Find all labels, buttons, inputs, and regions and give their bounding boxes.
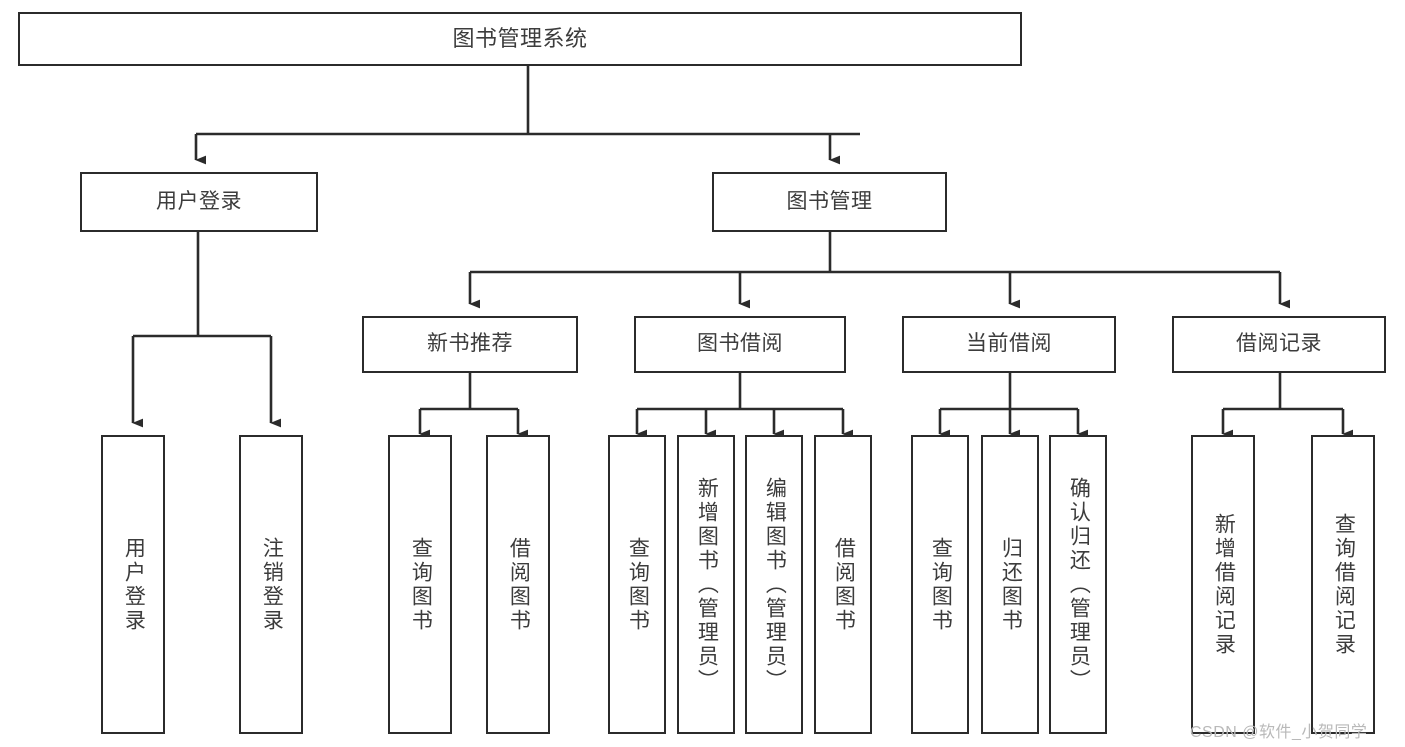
node-label: 注销登录 xyxy=(260,536,284,633)
leaf-logout[interactable]: 注销登录 xyxy=(239,435,303,734)
node-label: 用户登录 xyxy=(122,536,146,633)
node-book-borrow[interactable]: 图书借阅 xyxy=(634,316,846,373)
node-label: 归还图书 xyxy=(999,536,1023,633)
node-label: 图书借阅 xyxy=(697,332,783,356)
leaf-confirm-return-admin[interactable]: 确认归还（管理员） xyxy=(1049,435,1107,734)
leaf-edit-book-admin[interactable]: 编辑图书（管理员） xyxy=(745,435,803,734)
node-label: 图书管理 xyxy=(786,189,873,213)
leaf-query-book-current[interactable]: 查询图书 xyxy=(911,435,969,734)
node-label: 查询图书 xyxy=(929,536,953,633)
node-label: 新增图书（管理员） xyxy=(695,476,719,693)
node-label: 新增借阅记录 xyxy=(1212,512,1236,657)
node-label: 借阅记录 xyxy=(1236,332,1322,356)
node-borrow-record[interactable]: 借阅记录 xyxy=(1172,316,1386,373)
leaf-query-book-borrow[interactable]: 查询图书 xyxy=(608,435,666,734)
node-new-book-recommend[interactable]: 新书推荐 xyxy=(362,316,578,373)
node-label: 当前借阅 xyxy=(966,332,1052,356)
node-label: 新书推荐 xyxy=(427,332,513,356)
leaf-user-login[interactable]: 用户登录 xyxy=(101,435,165,734)
node-label: 确认归还（管理员） xyxy=(1067,476,1091,693)
node-user-login[interactable]: 用户登录 xyxy=(80,172,318,232)
node-current-borrow[interactable]: 当前借阅 xyxy=(902,316,1116,373)
node-root-system[interactable]: 图书管理系统 xyxy=(18,12,1022,66)
node-label: 编辑图书（管理员） xyxy=(763,476,787,693)
leaf-return-book[interactable]: 归还图书 xyxy=(981,435,1039,734)
leaf-add-book-admin[interactable]: 新增图书（管理员） xyxy=(677,435,735,734)
leaf-borrow-book-recommend[interactable]: 借阅图书 xyxy=(486,435,550,734)
node-label: 查询借阅记录 xyxy=(1332,512,1356,657)
node-label: 借阅图书 xyxy=(832,536,856,633)
node-label: 查询图书 xyxy=(626,536,650,633)
node-label: 查询图书 xyxy=(409,536,433,633)
node-label: 用户登录 xyxy=(156,189,242,213)
node-label: 借阅图书 xyxy=(507,536,531,633)
node-book-management[interactable]: 图书管理 xyxy=(712,172,947,232)
leaf-query-book-recommend[interactable]: 查询图书 xyxy=(388,435,452,734)
leaf-add-borrow-record[interactable]: 新增借阅记录 xyxy=(1191,435,1255,734)
node-label: 图书管理系统 xyxy=(452,26,588,52)
leaf-borrow-book[interactable]: 借阅图书 xyxy=(814,435,872,734)
csdn-watermark: CSDN @软件_小贺同学 xyxy=(1190,724,1368,741)
leaf-query-borrow-record[interactable]: 查询借阅记录 xyxy=(1311,435,1375,734)
